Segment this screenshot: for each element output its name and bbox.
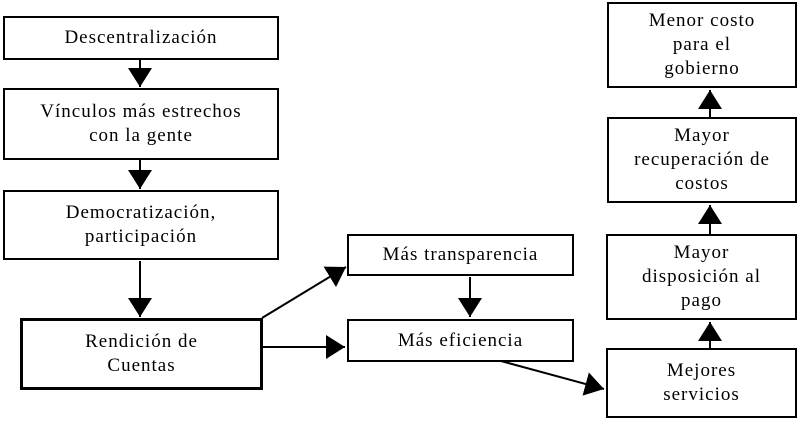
box-recuperacion-label: Mayor recuperación de costos	[634, 125, 770, 194]
box-disposicion-label: Mayor disposición al pago	[641, 242, 762, 311]
box-democratizacion-participacion: Democratización, participación	[3, 190, 279, 260]
box-mayor-recuperacion-costos: Mayor recuperación de costos	[607, 117, 797, 203]
box-menor-costo-gobierno: Menor costo para el gobierno	[607, 2, 797, 88]
box-mas-transparencia: Más transparencia	[347, 234, 574, 276]
arrow-rendicion-to-transparencia-icon	[261, 266, 347, 319]
box-mas-eficiencia: Más eficiencia	[347, 319, 574, 362]
box-mejores-label: Mejores servicios	[663, 360, 740, 405]
box-menor-costo-label: Menor costo para el gobierno	[648, 10, 756, 79]
box-democratizacion-label: Democratización, participación	[65, 202, 217, 247]
box-rendicion-de-cuentas: Rendición de Cuentas	[20, 318, 263, 390]
box-eficiencia-label: Más eficiencia	[397, 329, 524, 351]
arrow-eficiencia-to-mejores-icon	[500, 360, 605, 396]
box-vinculos-label: Vínculos más estrechos con la gente	[40, 101, 242, 146]
box-descentralizacion: Descentralización	[3, 16, 279, 60]
box-vinculos-mas-estrechos: Vínculos más estrechos con la gente	[3, 88, 279, 160]
box-mejores-servicios: Mejores servicios	[606, 348, 797, 418]
box-transparencia-label: Más transparencia	[382, 244, 539, 265]
box-mayor-disposicion-pago: Mayor disposición al pago	[606, 234, 797, 320]
box-rendicion-label: Rendición de Cuentas	[85, 331, 198, 376]
box-descentralizacion-label: Descentralización	[64, 27, 218, 48]
